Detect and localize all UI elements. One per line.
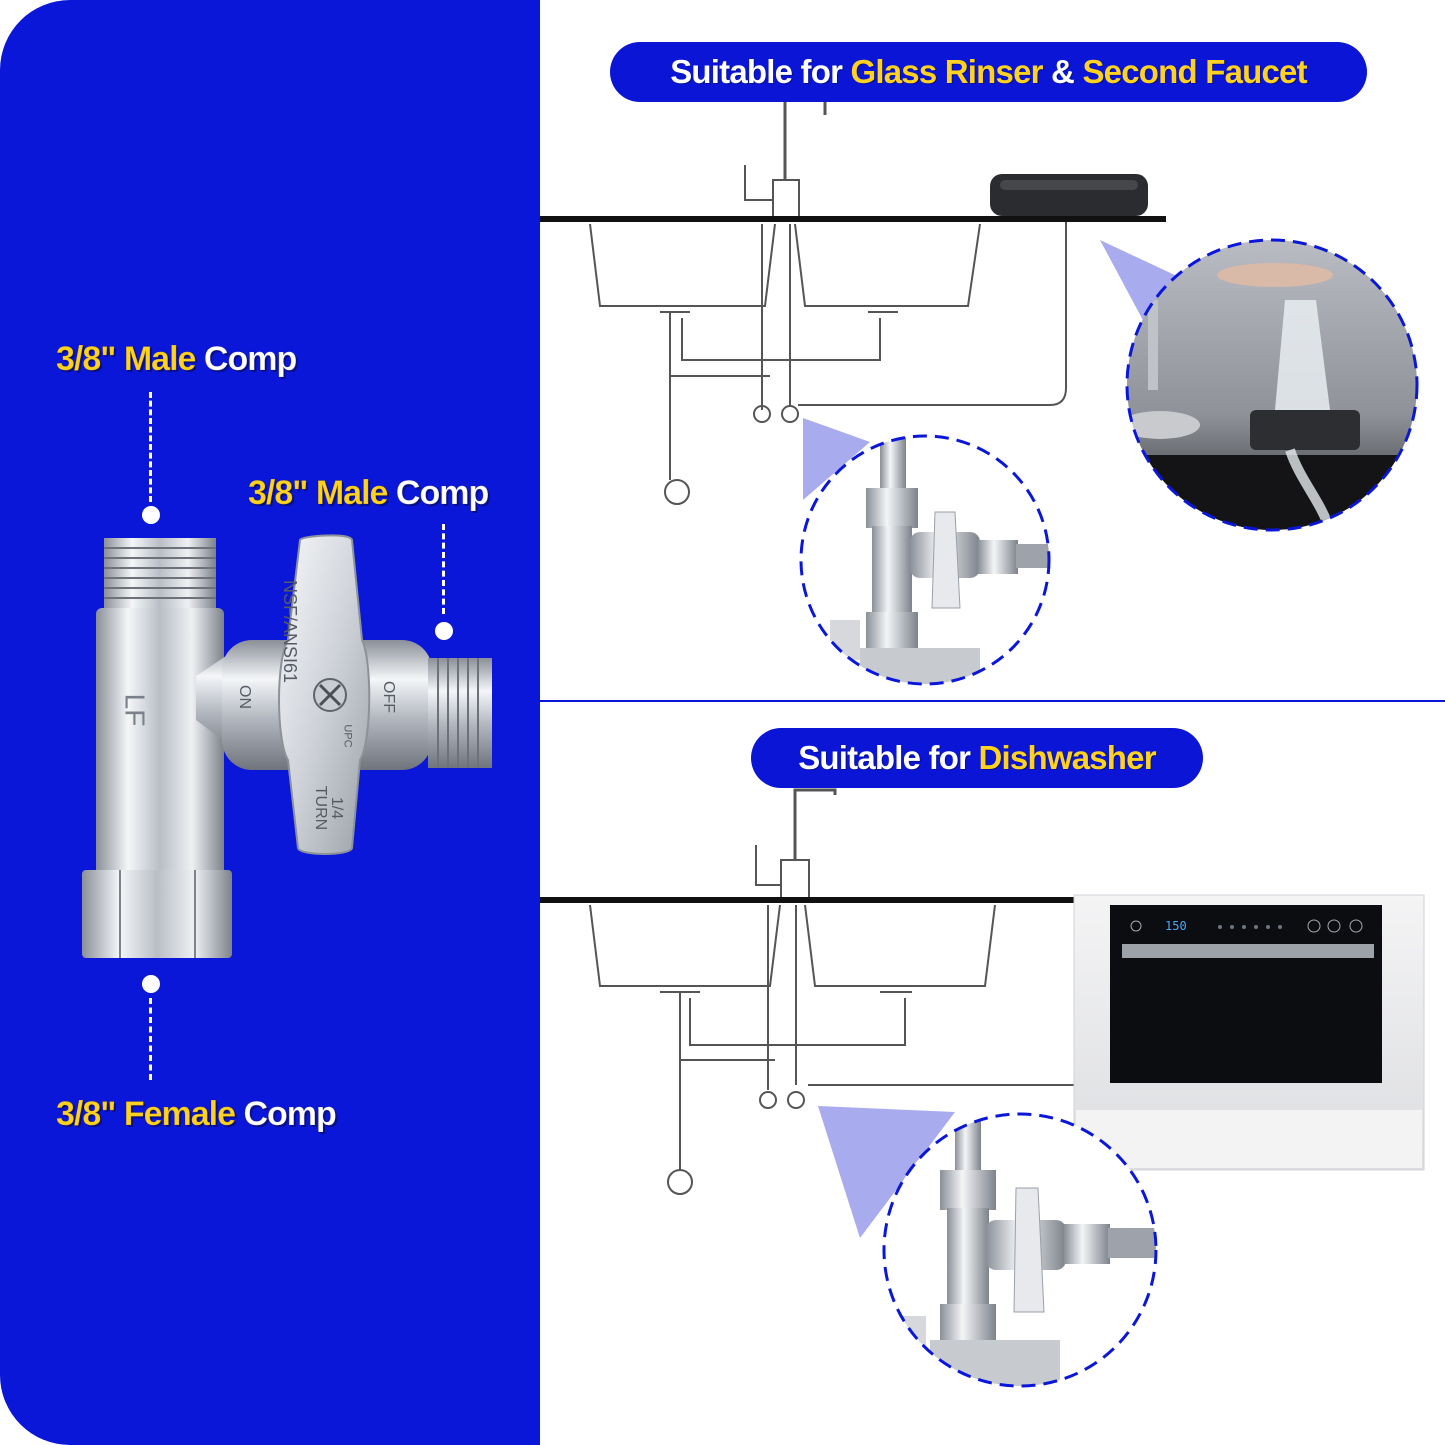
- top-port-dot: [142, 506, 160, 524]
- bottom-heading-prefix: Suitable for: [798, 739, 971, 776]
- bottom-section-heading: Suitable for Dishwasher: [751, 728, 1203, 788]
- top-port-size: 3/8": [55, 340, 116, 379]
- top-port-unit: Comp: [203, 340, 297, 379]
- glass-rinser-photo: [1125, 238, 1419, 532]
- bottom-port-unit: Comp: [243, 1095, 337, 1134]
- side-port-unit: Comp: [395, 474, 489, 513]
- side-port-size: 3/8": [247, 474, 308, 513]
- side-port-leader: [442, 524, 445, 614]
- top-port-leader: [149, 392, 152, 502]
- top-heading-item2: Second Faucet: [1082, 53, 1307, 90]
- glass-rinser-icon: [990, 174, 1148, 216]
- bottom-heading-item1: Dishwasher: [978, 739, 1157, 776]
- top-valve-zoom: [799, 434, 1051, 686]
- left-spec-panel: 3/8" Male Comp 3/8" Male Comp 3/8" Femal…: [0, 0, 540, 1445]
- tee-valve-illustration: [82, 534, 492, 958]
- bottom-port-leader: [149, 998, 152, 1080]
- tee-body: [96, 608, 224, 876]
- bottom-port-size: 3/8": [55, 1095, 116, 1134]
- section-divider: [540, 700, 1445, 702]
- bottom-valve-callout-wedge: [818, 1106, 955, 1238]
- dishwasher-illustration: [1073, 894, 1425, 1171]
- side-port-dot: [435, 622, 453, 640]
- top-section-heading: Suitable for Glass Rinser & Second Fauce…: [610, 42, 1367, 102]
- top-heading-item1: Glass Rinser: [850, 53, 1044, 90]
- top-port-label: 3/8" Male Comp: [55, 340, 297, 379]
- top-valve-callout-wedge: [803, 418, 870, 500]
- bottom-sink-diagram: [540, 788, 1085, 1195]
- side-port-kind: Male: [315, 474, 389, 513]
- dishwasher-display: 150: [1165, 919, 1187, 933]
- side-port-label: 3/8" Male Comp: [247, 474, 489, 513]
- bottom-port-kind: Female: [123, 1095, 236, 1134]
- top-port-kind: Male: [123, 340, 197, 379]
- top-heading-prefix: Suitable for: [670, 53, 843, 90]
- bottom-port-label: 3/8" Female Comp: [55, 1095, 337, 1134]
- bottom-port-dot: [142, 975, 160, 993]
- top-heading-joiner: &: [1051, 53, 1075, 90]
